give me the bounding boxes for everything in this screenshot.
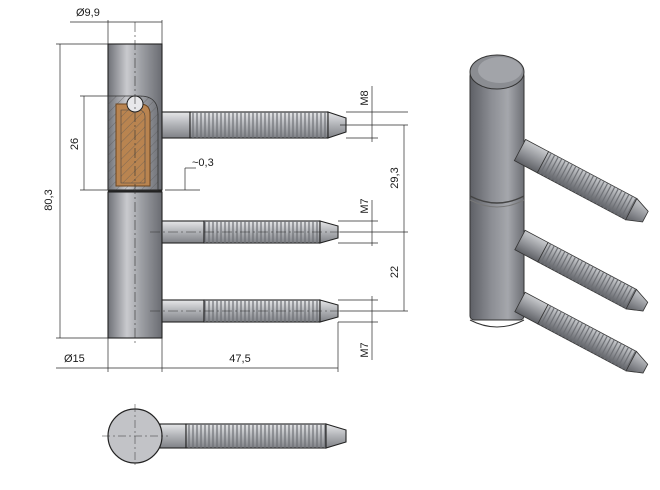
- isometric-view: [469, 54, 649, 374]
- dim-top-diameter: Ø9,9: [76, 7, 100, 19]
- dim-gap: ~0,3: [192, 157, 214, 169]
- dim-thread-top: M8: [359, 90, 371, 105]
- pin-bottom: [150, 299, 340, 323]
- pin-middle: [150, 220, 340, 244]
- dim-spacing-lower: 22: [389, 266, 401, 278]
- dim-thread-middle: M7: [359, 198, 371, 213]
- dim-thread-bottom: M7: [359, 342, 371, 357]
- top-view: [102, 404, 347, 468]
- section-cutaway: [107, 95, 159, 191]
- dim-spacing-upper: 29,3: [389, 167, 401, 188]
- dimension-lines: [56, 20, 408, 372]
- pin-top: [161, 111, 347, 139]
- dim-bottom-diameter: Ø15: [64, 353, 85, 365]
- dim-upper-height: 26: [69, 138, 81, 150]
- front-view: [107, 22, 347, 344]
- dim-height-total: 80,3: [43, 189, 55, 210]
- dim-pin-length: 47,5: [229, 353, 250, 365]
